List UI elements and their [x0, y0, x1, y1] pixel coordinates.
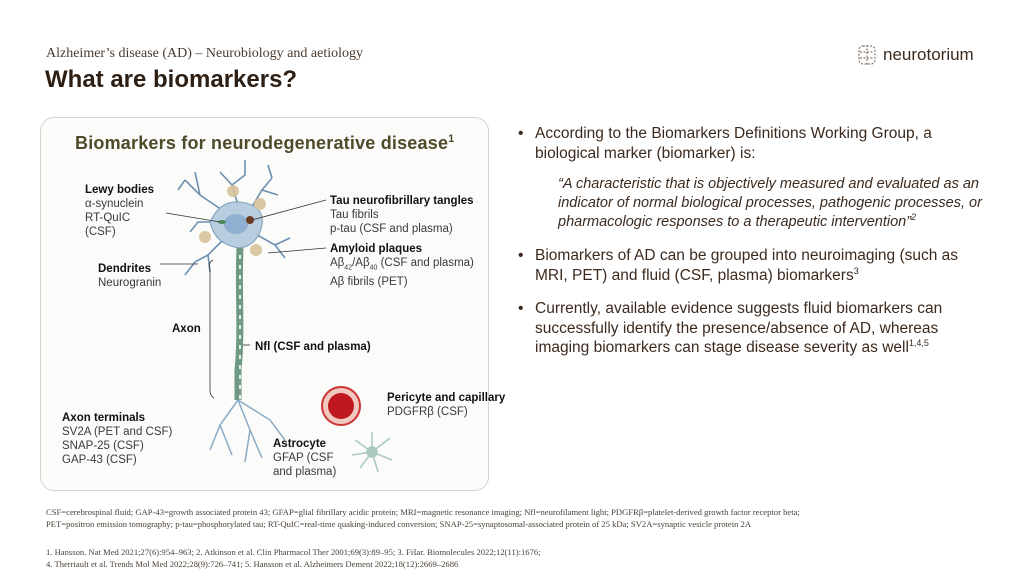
nfl-head: Nfl (CSF and plasma) [255, 341, 371, 353]
astrocyte-head: Astrocyte [273, 438, 327, 450]
abbr-line: PET=positron emission tomography; p-tau=… [46, 519, 752, 529]
bullet-dot: • [518, 125, 524, 142]
quote-text: “A characteristic that is objectively me… [558, 176, 982, 230]
dendrites-head: Dendrites [98, 263, 152, 275]
amyloid-text: /Aβ [352, 257, 370, 269]
terminals-line: GAP-43 (CSF) [62, 454, 137, 466]
panel-title-ref: 1 [448, 133, 455, 145]
logo: neurotorium [857, 44, 974, 66]
tau-tangle [246, 216, 254, 224]
terminals-line: SV2A (PET and CSF) [62, 426, 173, 438]
amyloid-plaques [199, 185, 266, 256]
axon-head: Axon [172, 323, 201, 335]
bullet-text: Biomarkers of AD can be grouped into neu… [535, 247, 959, 284]
bullet-item: • Biomarkers of AD can be grouped into ne… [518, 246, 988, 285]
terminals-head: Axon terminals [62, 412, 146, 424]
tau-line: p-tau (CSF and plasma) [330, 223, 453, 235]
axon [234, 247, 244, 400]
tau-line: Tau fibrils [330, 209, 379, 221]
amyloid-head: Amyloid plaques [330, 243, 423, 255]
bullet-item: • Currently, available evidence suggests … [518, 299, 988, 358]
quote-ref: 2 [911, 212, 917, 223]
tau-head: Tau neurofibrillary tangles [330, 195, 474, 207]
bullet-dot: • [518, 247, 524, 264]
terminals-line: SNAP-25 (CSF) [62, 440, 144, 452]
label-axon: Axon [172, 322, 201, 336]
diagram-panel [40, 117, 489, 491]
reference-line: 4. Therriault et al. Trends Mol Med 2022… [46, 559, 459, 569]
section-subtitle: Alzheimer’s disease (AD) – Neurobiology … [46, 46, 363, 61]
lewy-head: Lewy bodies [85, 184, 155, 196]
lewy-line: α-synuclein [85, 198, 144, 210]
lewy-line: RT-QuIC [85, 212, 131, 224]
amyloid-text: Aβ [330, 257, 345, 269]
astrocyte [351, 432, 393, 473]
lewy-line: (CSF) [85, 226, 116, 238]
pericyte-line: PDGFRβ (CSF) [387, 406, 468, 418]
pericyte-head: Pericyte and capillary [387, 392, 506, 404]
neuron-diagram [160, 160, 393, 473]
references: 1. Hansson. Nat Med 2021;27(6):954–963; … [46, 546, 541, 570]
bullet-text: Currently, available evidence suggests f… [535, 300, 943, 356]
amyloid-sub: 40 [369, 264, 378, 272]
label-nfl: Nfl (CSF and plasma) [255, 340, 371, 354]
bullet-ref: 1,4,5 [908, 337, 929, 348]
dendrites-line: Neurogranin [98, 277, 162, 289]
panel-title-text: Biomarkers for neurodegenerative disease [75, 133, 449, 153]
lewy-body [218, 220, 226, 224]
axon-terminals [209, 399, 286, 463]
bullet-list: • According to the Biomarkers Definitions… [518, 124, 988, 372]
amyloid-sub: 42 [344, 264, 353, 272]
bullet-text: According to the Biomarkers Definitions … [535, 125, 932, 162]
leader-lines [160, 199, 327, 399]
brain-logo-icon [858, 45, 876, 65]
logo-text: neurotorium [883, 45, 974, 64]
amyloid-text: (CSF and plasma) [377, 257, 474, 269]
abbreviations: CSF=cerebrospinal fluid; GAP-43=growth a… [46, 506, 1006, 530]
panel-title: Biomarkers for neurodegenerative disease… [75, 133, 454, 154]
definition-quote: “A characteristic that is objectively me… [558, 175, 988, 232]
nucleus [224, 214, 248, 234]
bullet-dot: • [518, 300, 524, 317]
bullet-ref: 3 [853, 265, 859, 276]
reference-line: 1. Hansson. Nat Med 2021;27(6):954–963; … [46, 547, 541, 557]
abbr-line: CSF=cerebrospinal fluid; GAP-43=growth a… [46, 507, 800, 517]
astrocyte-line: and plasma) [273, 466, 337, 478]
astrocyte-line: GFAP (CSF [273, 452, 334, 464]
bullet-item: • According to the Biomarkers Definitions… [518, 124, 988, 163]
page-title: What are biomarkers? [45, 66, 298, 93]
amyloid-line: Aβ fibrils (PET) [330, 276, 408, 289]
pericyte-capillary [321, 386, 361, 426]
